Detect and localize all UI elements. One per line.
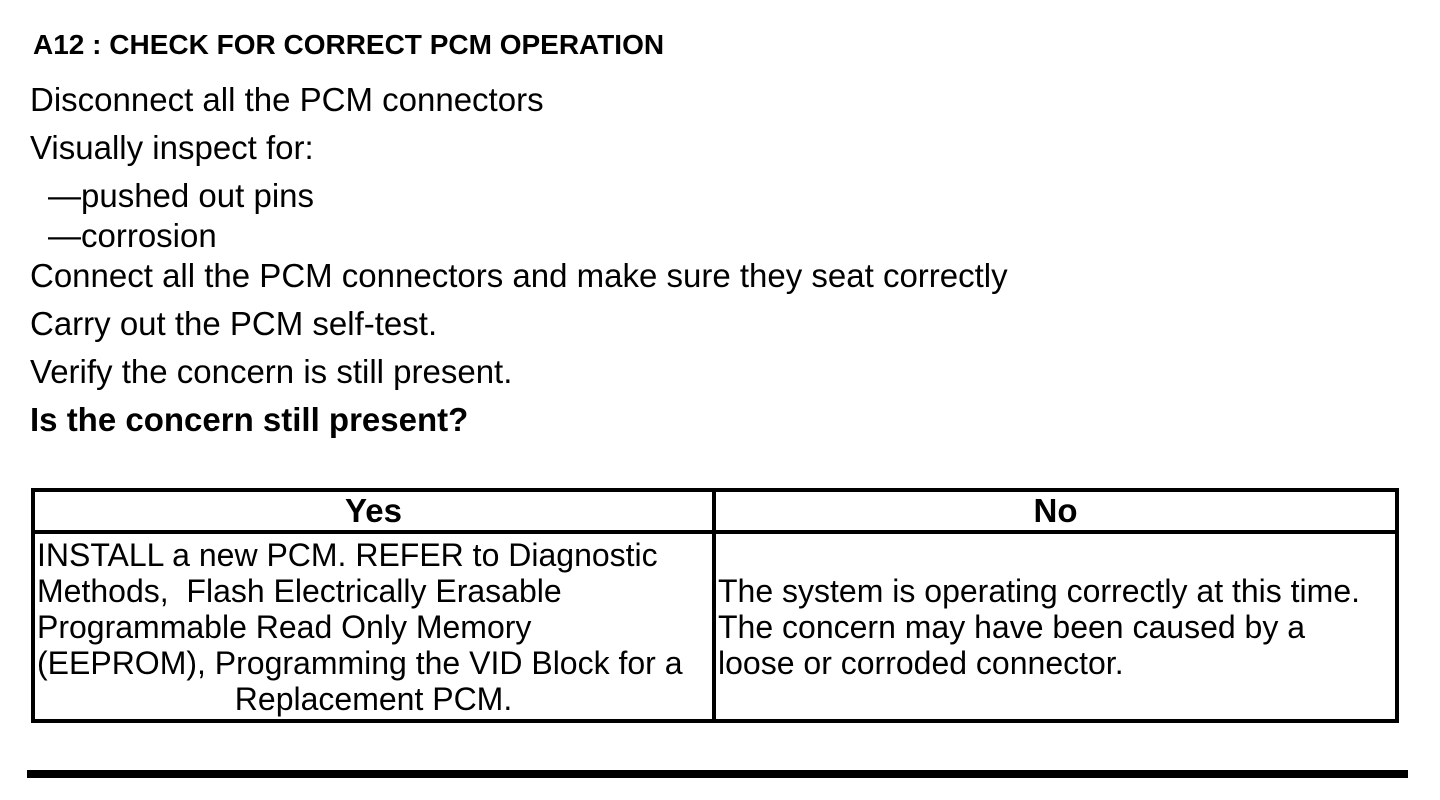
step-connect-connectors: Connect all the PCM connectors and make … (30, 257, 1008, 294)
step-disconnect-connectors: Disconnect all the PCM connectors (30, 81, 544, 118)
page-bottom-rule (27, 770, 1408, 778)
results-header-row: Yes No (31, 488, 1399, 534)
results-body-row: INSTALL a new PCM. REFER to Diagnostic M… (31, 530, 1399, 723)
step-pcm-self-test: Carry out the PCM self-test. (30, 305, 438, 342)
step-visually-inspect: Visually inspect for: (30, 129, 314, 166)
yes-header-cell: Yes (31, 488, 716, 534)
yes-result-cell: INSTALL a new PCM. REFER to Diagnostic M… (31, 530, 716, 723)
yes-result-text: INSTALL a new PCM. REFER to Diagnostic M… (37, 536, 683, 681)
document-body: A12 : CHECK FOR CORRECT PCM OPERATION Di… (30, 30, 1415, 440)
decision-question: Is the concern still present? (30, 401, 469, 438)
step-verify-concern: Verify the concern is still present. (30, 353, 513, 390)
no-header-cell: No (712, 488, 1399, 534)
list-item-pushed-out-pins: —pushed out pins (48, 177, 315, 214)
list-item-corrosion: —corrosion (48, 217, 217, 254)
no-result-text: The system is operating correctly at thi… (718, 572, 1360, 681)
yes-result-text-last-line: Replacement PCM. (234, 680, 513, 717)
results-table: Yes No INSTALL a new PCM. REFER to Diagn… (31, 488, 1399, 723)
no-result-cell: The system is operating correctly at thi… (712, 530, 1399, 723)
page-title: A12 : CHECK FOR CORRECT PCM OPERATION (33, 29, 665, 60)
